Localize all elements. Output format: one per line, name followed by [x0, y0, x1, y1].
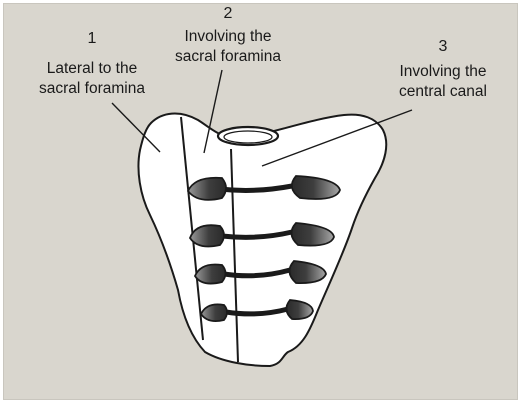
zone-2-label: Involving the sacral foramina	[168, 27, 288, 67]
zone-1-label: Lateral to the sacral foramina	[22, 59, 162, 99]
zone-1-number: 1	[82, 30, 102, 48]
zone-3-label: Involving the central canal	[378, 62, 508, 102]
zone-3-label-line-1: Involving the	[378, 62, 508, 82]
zone-2-label-line-2: sacral foramina	[168, 47, 288, 67]
zone-2-label-line-1: Involving the	[168, 27, 288, 47]
zone-3-label-line-2: central canal	[378, 82, 508, 102]
zone-3-number: 3	[433, 38, 453, 56]
zone-2-number: 2	[218, 5, 238, 23]
sacrum-body	[138, 114, 386, 366]
zone-1-label-line-1: Lateral to the	[22, 59, 162, 79]
sacral-canal-opening	[218, 127, 278, 145]
zone-1-label-line-2: sacral foramina	[22, 79, 162, 99]
